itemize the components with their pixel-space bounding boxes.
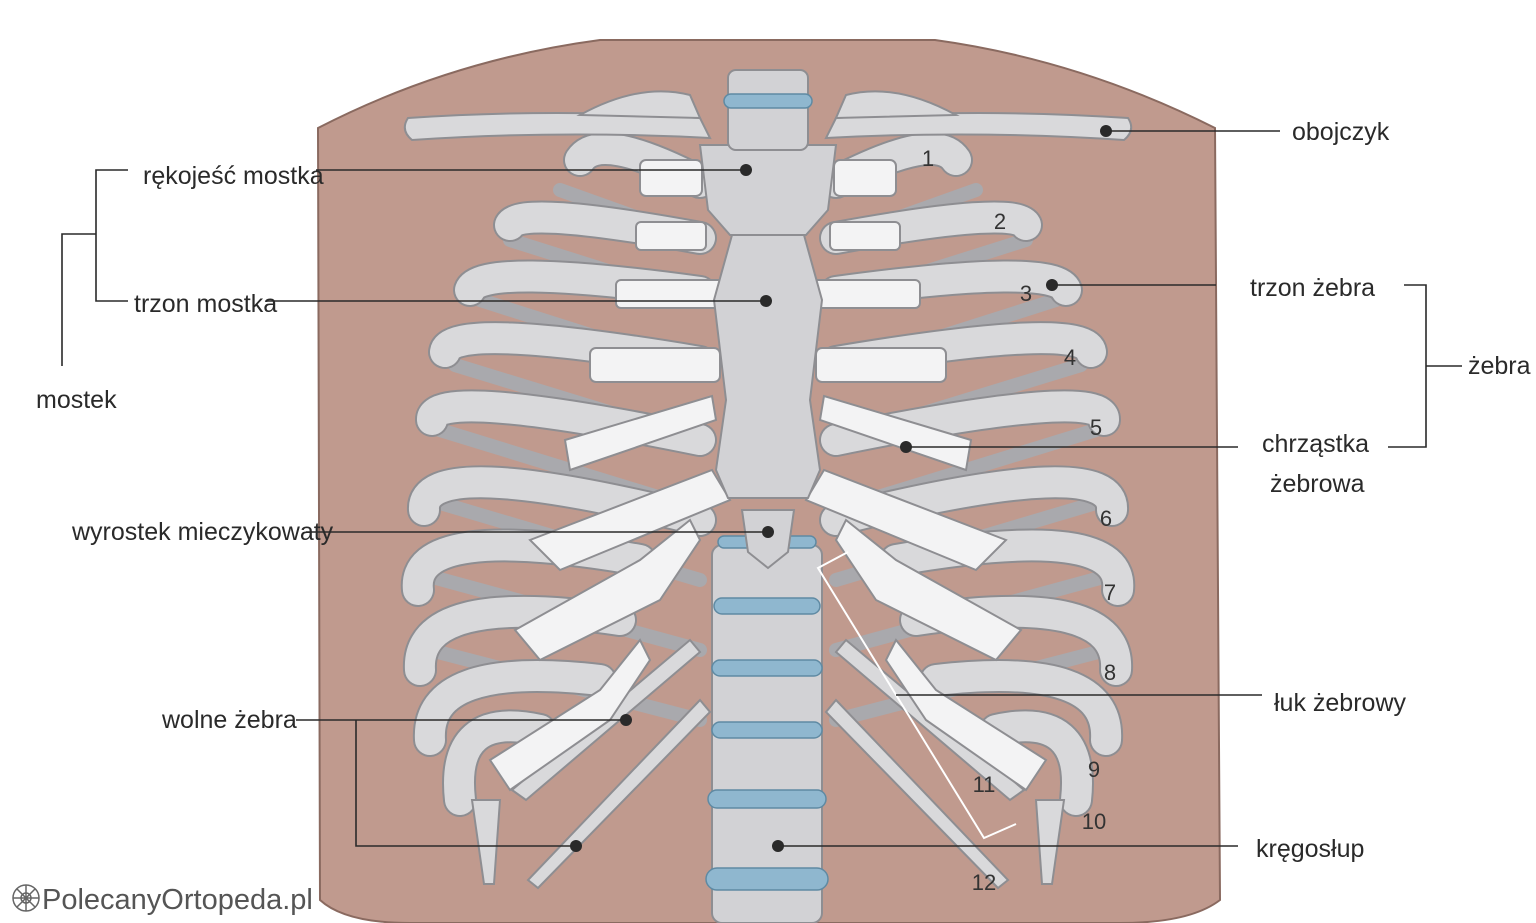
label-chrzastka-line2: żebrowa: [1270, 470, 1365, 498]
sternum-body: [712, 234, 824, 499]
label-luk-zebrowy: łuk żebrowy: [1274, 689, 1406, 717]
floating-rib-bracket: [816, 551, 1017, 840]
rib-number-6: 6: [1100, 506, 1112, 531]
label-kregoslup: kręgosłup: [1256, 835, 1364, 863]
label-trzon-zebra: trzon żebra: [1250, 274, 1375, 302]
rib-numbers: 1 2 3 4 5 6 7 8 9 10 11 12: [922, 146, 1116, 895]
labels: obojczyk rękojeść mostka trzon mostka mo…: [36, 118, 1531, 863]
label-zebra: żebra: [1468, 352, 1531, 380]
rib-number-4: 4: [1064, 345, 1076, 370]
rib-number-1: 1: [922, 146, 934, 171]
rib-number-8: 8: [1104, 660, 1116, 685]
rib-number-10: 10: [1082, 809, 1106, 834]
label-trzon-mostka: trzon mostka: [134, 290, 277, 318]
label-mostek: mostek: [36, 386, 117, 414]
costal-cartilages: [488, 159, 1048, 792]
rib-number-2: 2: [994, 209, 1006, 234]
clavicle-right: [824, 112, 1133, 142]
rib-number-9: 9: [1088, 757, 1100, 782]
label-obojczyk: obojczyk: [1292, 118, 1390, 146]
rib-number-11: 11: [973, 772, 996, 797]
logo-text: PolecanyOrtopeda.pl: [42, 884, 313, 916]
clavicles: [403, 90, 1133, 142]
leader-lines: [61, 125, 1462, 852]
label-chrzastka-line1: chrząstka: [1262, 430, 1369, 458]
rib-number-7: 7: [1104, 580, 1116, 605]
spine: [705, 535, 829, 923]
logo: PolecanyOrtopeda.pl: [12, 884, 313, 916]
label-wyrostek: wyrostek mieczykowaty: [71, 518, 334, 546]
rib-number-12: 12: [972, 870, 996, 895]
label-wolne-zebra: wolne żebra: [161, 706, 297, 734]
cervical-spine: [723, 69, 813, 151]
logo-icon: [12, 884, 40, 912]
rib-number-3: 3: [1020, 281, 1032, 306]
rib-tips: [470, 799, 1066, 885]
xiphoid: [740, 509, 796, 570]
rib-number-5: 5: [1090, 415, 1102, 440]
floating-rib-right-12: [824, 698, 1010, 890]
clavicle-left: [403, 112, 712, 142]
ribs-right: [819, 132, 1136, 817]
label-rekojesc-mostka: rękojeść mostka: [143, 162, 324, 190]
manubrium: [698, 144, 838, 236]
